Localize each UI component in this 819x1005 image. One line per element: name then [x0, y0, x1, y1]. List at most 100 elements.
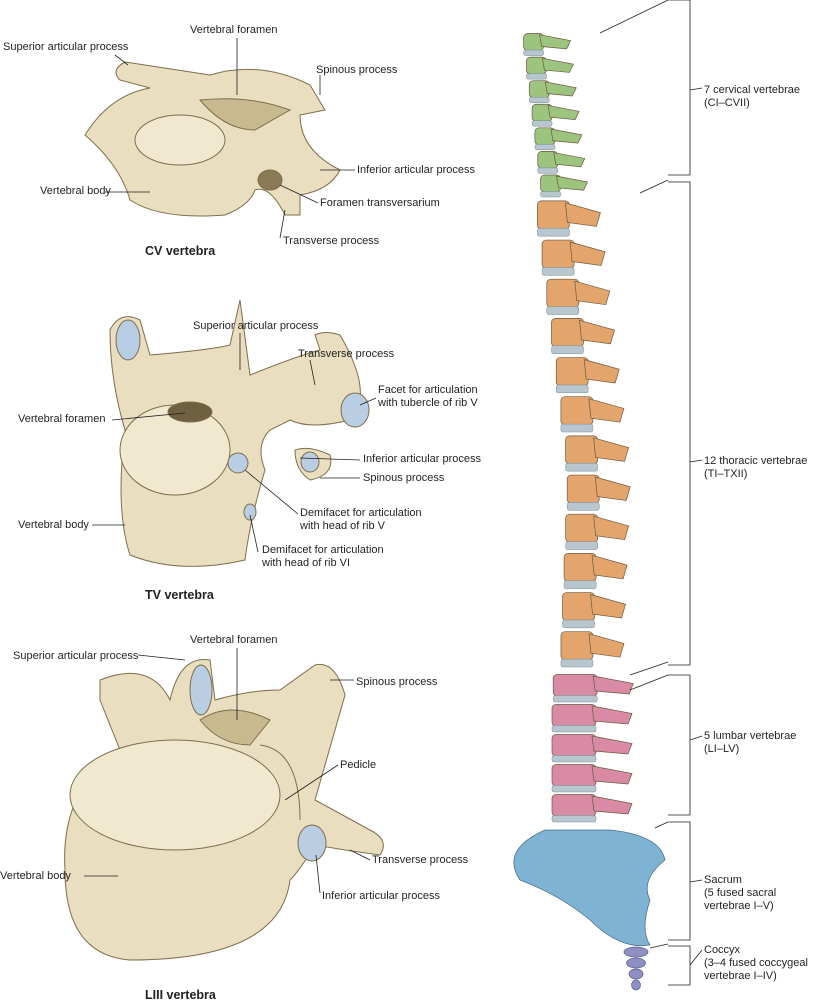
disc-2-3: [551, 785, 597, 793]
process-0-0: [539, 34, 572, 50]
l3-label-inferior-articular: Inferior articular process: [322, 890, 440, 902]
disc-0-6: [540, 191, 561, 198]
disc-1-5: [560, 423, 594, 433]
cv-label-vertebral-foramen: Vertebral foramen: [190, 24, 278, 36]
disc-1-10: [562, 619, 595, 629]
disc-1-11: [560, 658, 594, 668]
process-2-4: [591, 795, 633, 815]
coccyx-segment-1: [626, 957, 646, 969]
disc-0-1: [526, 73, 547, 80]
cv-label-spinous: Spinous process: [316, 64, 398, 76]
coccyx-segment-3: [631, 979, 641, 991]
l3-label-spinous: Spinous process: [356, 676, 438, 688]
tv-label-vertebral-foramen: Vertebral foramen: [18, 413, 106, 425]
process-0-1: [541, 57, 574, 73]
tv-label-transverse: Transverse process: [298, 348, 395, 360]
process-0-6: [556, 175, 589, 191]
tv-label-demifacet-rib-vi: Demifacet for articulation with head of …: [262, 544, 384, 569]
process-0-5: [553, 152, 586, 168]
disc-1-9: [563, 580, 597, 589]
cv-label-superior-articular: Superior articular process: [3, 41, 129, 53]
vertebra-2-1: [551, 704, 597, 727]
cv-vertebra-illustration: [84, 61, 341, 217]
sacrum: [513, 829, 666, 947]
process-1-3: [579, 319, 615, 345]
process-2-1: [591, 705, 633, 725]
region-label-cervical: 7 cervical vertebrae (CI–CVII): [704, 84, 800, 109]
region-label-coccyx: Coccyx (3–4 fused coccygeal vertebrae I–…: [704, 944, 808, 982]
process-2-2: [591, 735, 633, 755]
vertebra-2-0: [552, 674, 598, 697]
vertebra-1-6: [565, 435, 598, 465]
vertebra-1-4: [555, 357, 589, 387]
tv-label-superior-articular: Superior articular process: [193, 320, 319, 332]
vertebra-1-8: [565, 513, 599, 543]
coccyx-segment-0: [623, 946, 649, 958]
tv-label-facet-tubercle: Facet for articulation with tubercle of …: [378, 384, 478, 409]
process-2-3: [591, 765, 633, 785]
leader-lines: [84, 0, 703, 986]
disc-1-6: [565, 463, 598, 472]
cv-label-inferior-articular: Inferior articular process: [357, 164, 475, 176]
process-1-5: [588, 398, 625, 423]
process-1-0: [564, 202, 601, 227]
vertebra-1-3: [551, 318, 584, 347]
disc-2-2: [551, 755, 597, 763]
disc-1-2: [546, 306, 580, 315]
disc-1-3: [551, 345, 584, 354]
region-label-thoracic: 12 thoracic vertebrae (TI–TXII): [704, 455, 808, 480]
cv-label-foramen-transversarium: Foramen transversarium: [320, 197, 440, 209]
l3-label-superior-articular: Superior articular process: [13, 650, 139, 662]
tv-label-spinous: Spinous process: [363, 472, 445, 484]
vertebra-1-2: [546, 278, 580, 308]
disc-1-8: [565, 541, 598, 550]
tv-vertebra-illustration: [109, 299, 370, 567]
disc-1-0: [537, 228, 570, 237]
vertebral-column: [513, 33, 666, 991]
process-1-6: [593, 437, 630, 462]
disc-0-0: [523, 49, 544, 56]
l3-title: LIII vertebra: [145, 988, 216, 1002]
disc-0-3: [531, 120, 553, 127]
l3-label-vertebral-foramen: Vertebral foramen: [190, 634, 278, 646]
process-1-11: [588, 633, 625, 658]
l3-label-pedicle: Pedicle: [340, 759, 377, 771]
process-1-1: [569, 241, 606, 266]
vertebra-1-7: [566, 474, 600, 504]
disc-1-7: [566, 502, 600, 511]
region-label-lumbar: 5 lumbar vertebrae (LI–LV): [704, 730, 797, 755]
disc-2-0: [552, 695, 598, 703]
tv-label-vertebral-body: Vertebral body: [18, 519, 89, 531]
cv-label-vertebral-body: Vertebral body: [40, 185, 111, 197]
process-1-10: [590, 594, 626, 619]
process-1-4: [583, 359, 620, 384]
tv-label-demifacet-rib-v: Demifacet for articulation with head of …: [300, 507, 422, 532]
process-1-7: [594, 476, 631, 501]
process-1-2: [574, 280, 611, 306]
l3-label-vertebral-body: Vertebral body: [0, 870, 71, 882]
vertebra-1-5: [560, 396, 594, 426]
liii-vertebra-illustration: [64, 659, 384, 961]
vertebra-1-0: [537, 200, 570, 230]
process-1-9: [591, 554, 628, 580]
tv-title: TV vertebra: [145, 588, 214, 602]
region-label-sacrum: Sacrum (5 fused sacral vertebrae I–V): [704, 874, 777, 912]
vertebra-1-10: [562, 592, 595, 622]
process-2-0: [592, 675, 634, 695]
disc-1-4: [555, 384, 589, 394]
process-0-4: [550, 128, 583, 144]
vertebra-1-11: [560, 631, 594, 661]
tv-label-inferior-articular: Inferior articular process: [363, 453, 481, 465]
disc-0-5: [537, 167, 558, 174]
vertebra-1-1: [541, 239, 575, 269]
disc-0-2: [529, 96, 550, 103]
vertebra-2-4: [551, 794, 597, 817]
disc-1-1: [541, 267, 575, 276]
vertebra-1-9: [563, 553, 597, 582]
l3-label-transverse: Transverse process: [372, 854, 469, 866]
cv-title: CV vertebra: [145, 244, 216, 258]
cv-label-transverse: Transverse process: [283, 235, 380, 247]
disc-2-4: [551, 815, 597, 823]
